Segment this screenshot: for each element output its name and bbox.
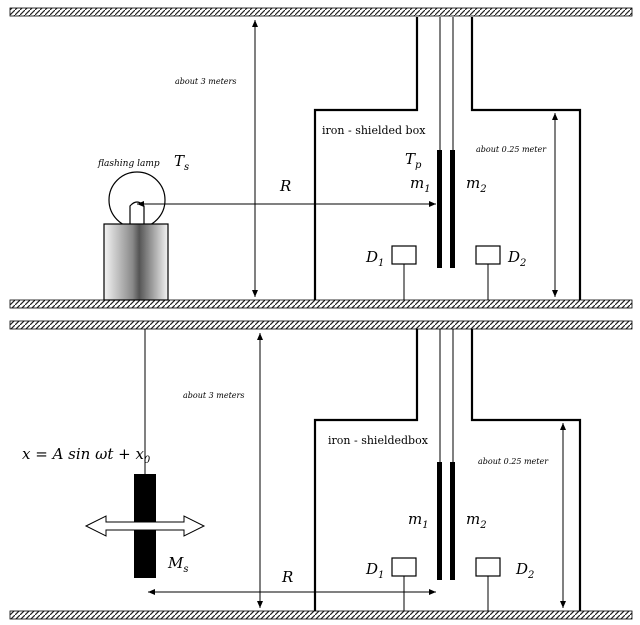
- top-box-label: iron - shielded box: [322, 124, 426, 137]
- top-tp-label: Tp: [405, 150, 422, 171]
- top-box-distance-label: about 0.25 meter: [476, 145, 547, 154]
- bottom-detector-d2: [475, 557, 501, 577]
- bottom-ceiling: [9, 320, 633, 330]
- bottom-d2-label: D2: [515, 560, 534, 581]
- bottom-m1-label: m1: [408, 510, 429, 531]
- bottom-bar-m1: [437, 462, 442, 580]
- bottom-panel: about 3 meters iron - shieldedbox about …: [9, 320, 633, 620]
- top-panel: about 3 meters iron - shielded box about…: [9, 7, 633, 309]
- top-floor: [9, 299, 633, 309]
- bottom-floor: [9, 610, 633, 620]
- top-bar-m1: [437, 150, 442, 268]
- top-bar-m2: [450, 150, 455, 268]
- top-m1-label: m1: [410, 174, 431, 195]
- top-m2-label: m2: [466, 174, 487, 195]
- top-detector-d2: [475, 245, 501, 265]
- top-ceiling: [9, 7, 633, 17]
- oscillation-arrow: [84, 515, 206, 537]
- oscillation-equation: x = A sin ωt + x0: [22, 445, 151, 466]
- bottom-d1-label: D1: [365, 560, 384, 581]
- lamp-base: [103, 223, 169, 301]
- top-shielded-box: [313, 17, 582, 300]
- bottom-detector-d1: [391, 557, 417, 577]
- lamp-bulb: [108, 171, 166, 229]
- bottom-m2-label: m2: [466, 510, 487, 531]
- top-d1-label: D1: [365, 248, 384, 269]
- bottom-shielded-box: [313, 329, 582, 611]
- top-d2-label: D2: [507, 248, 526, 269]
- bottom-box-distance-label: about 0.25 meter: [478, 457, 549, 466]
- top-lamp-label: flashing lamp: [97, 159, 160, 169]
- bottom-r-label: R: [281, 568, 293, 586]
- top-detector-d1: [391, 245, 417, 265]
- top-r-label: R: [279, 177, 291, 195]
- top-lamp-symbol: Ts: [174, 152, 189, 173]
- top-distance-label: about 3 meters: [175, 77, 236, 86]
- bottom-distance-label: about 3 meters: [183, 391, 244, 400]
- bottom-bar-m2: [450, 462, 455, 580]
- bottom-box-label: iron - shieldedbox: [328, 434, 429, 447]
- bottom-ms-label: Ms: [167, 554, 189, 575]
